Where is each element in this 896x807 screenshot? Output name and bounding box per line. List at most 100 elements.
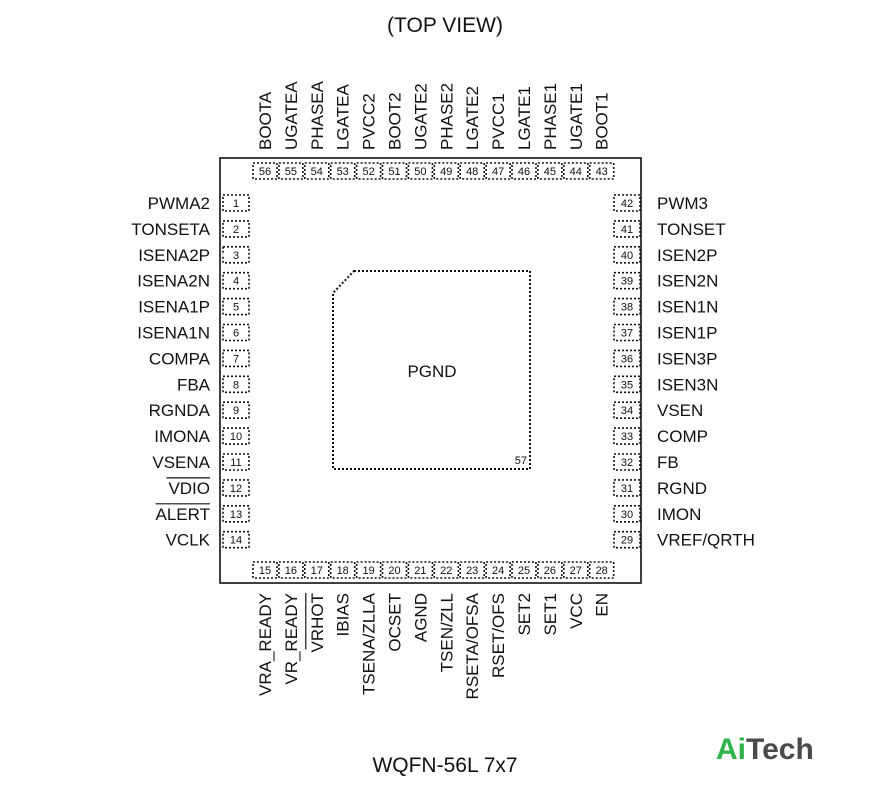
- left-pin-number: 5: [233, 302, 239, 314]
- top-pin-box: [588, 162, 615, 180]
- top-pin-label: BOOT2: [386, 92, 405, 150]
- bottom-pin-number: 17: [311, 565, 323, 577]
- svg-text:AiTech: AiTech: [716, 733, 814, 766]
- pad-number: 57: [515, 455, 527, 467]
- left-pin-box: [222, 246, 250, 264]
- right-pin-label: ISEN1N: [657, 298, 718, 317]
- left-pin-number: 6: [233, 328, 239, 340]
- bottom-pin-number: 20: [388, 565, 400, 577]
- top-pin-label: PVCC1: [489, 93, 508, 150]
- left-pin-box: [222, 349, 250, 368]
- top-pin-box: [485, 162, 511, 180]
- top-pin-number: 54: [311, 166, 323, 178]
- top-pin-number: 48: [466, 166, 478, 178]
- top-pin-box: [355, 162, 382, 180]
- right-pin-box: [613, 220, 641, 238]
- left-pin-box: [222, 427, 250, 445]
- top-pin-label: PVCC2: [360, 93, 379, 150]
- top-pin-box: [303, 162, 330, 180]
- top-pin-number: 51: [388, 166, 400, 178]
- left-pin-label: VCLK: [166, 531, 211, 550]
- top-pin-label: LGATE1: [515, 86, 534, 150]
- bottom-pin-number: 26: [544, 565, 556, 577]
- right-pin-number: 31: [621, 483, 633, 495]
- left-pin-box: [222, 271, 250, 290]
- left-pin-number: 4: [233, 276, 239, 288]
- right-pin-label: FB: [657, 453, 679, 472]
- right-pin-box: [613, 427, 641, 445]
- package-outline: [219, 157, 642, 584]
- left-pin-label: VDIO: [168, 479, 210, 498]
- logo-part2: Tech: [746, 733, 814, 766]
- top-pin-number: 43: [596, 166, 608, 178]
- bottom-pin-box: [278, 561, 304, 579]
- top-pin-number: 46: [518, 166, 530, 178]
- bottom-pin-number: 25: [518, 565, 530, 577]
- pad-label: PGND: [407, 362, 456, 381]
- right-pin-number: 38: [621, 302, 633, 314]
- top-pin-label: UGATEA: [282, 81, 301, 150]
- bottom-pin-label: AGND: [411, 593, 430, 642]
- bottom-pin-label: SET1: [541, 593, 560, 636]
- top-pin-label: PHASEA: [308, 80, 327, 150]
- right-pin-number: 32: [621, 457, 633, 469]
- left-pin-number: 14: [230, 535, 242, 547]
- exposed-pad: [332, 270, 531, 470]
- top-pin-box: [407, 162, 434, 180]
- left-pin-label: FBA: [177, 375, 211, 394]
- top-pin-box: [381, 162, 408, 180]
- right-pin-box: [613, 401, 641, 420]
- top-pin-group: 56BOOTA55UGATEA54PHASEA53LGATEA52PVCC251…: [252, 80, 615, 180]
- right-pin-label: ISEN2N: [657, 272, 718, 291]
- right-pin-number: 37: [621, 328, 633, 340]
- top-pin-number: 55: [285, 166, 297, 178]
- right-pin-box: [613, 504, 641, 523]
- bottom-pin-label: OCSET: [386, 593, 405, 652]
- bottom-pin-number: 19: [362, 565, 374, 577]
- bottom-pin-number: 23: [466, 565, 478, 577]
- bottom-pin-box: [355, 561, 382, 579]
- bottom-pin-number: 15: [259, 565, 271, 577]
- top-pin-box: [459, 162, 486, 180]
- bottom-pin-box: [329, 561, 356, 579]
- bottom-pin-box: [433, 561, 460, 579]
- bottom-pin-box: [252, 561, 278, 579]
- bottom-pin-box: [381, 561, 408, 579]
- bottom-pin-label: VR_READY: [282, 593, 301, 685]
- left-pin-number: 11: [230, 457, 241, 469]
- bottom-pin-label: TSENA/ZLLA: [360, 592, 379, 695]
- right-pin-number: 35: [621, 379, 633, 391]
- left-pin-label: ISENA2N: [137, 272, 210, 291]
- right-pin-label: ISEN3N: [657, 375, 718, 394]
- left-pin-number: 13: [230, 509, 242, 521]
- bottom-pin-number: 21: [414, 565, 426, 577]
- left-pin-number: 9: [233, 405, 239, 417]
- bottom-pin-box: [485, 561, 511, 579]
- top-pin-box: [433, 162, 460, 180]
- top-pin-label: PHASE2: [437, 83, 456, 150]
- left-pin-box: [222, 194, 250, 212]
- bottom-pin-label: EN: [593, 593, 612, 617]
- top-pin-number: 47: [492, 166, 504, 178]
- bottom-pin-number: 28: [596, 565, 608, 577]
- right-pin-box: [613, 323, 641, 342]
- bottom-pin-label: TSEN/ZLL: [437, 593, 456, 672]
- bottom-pin-box: [459, 561, 486, 579]
- bottom-pin-box: [562, 561, 589, 579]
- top-pin-number: 53: [337, 166, 349, 178]
- left-pin-label: TONSETA: [131, 220, 210, 239]
- top-pin-box: [252, 162, 278, 180]
- right-pin-box: [613, 297, 641, 316]
- bottom-pin-group: 15VRA_READY16VR_READY17VRHOT18IBIAS19TSE…: [252, 561, 615, 699]
- left-pin-label: VSENA: [152, 453, 210, 472]
- right-pin-label: VREF/QRTH: [657, 531, 755, 550]
- top-pin-label: BOOT1: [593, 92, 612, 150]
- right-pin-label: RGND: [657, 479, 707, 498]
- left-pin-group: 1PWMA22TONSETA3ISENA2P4ISENA2N5ISENA1P6I…: [131, 194, 250, 550]
- top-pin-label: BOOTA: [256, 91, 275, 150]
- left-pin-box: [222, 220, 250, 238]
- top-pin-box: [329, 162, 356, 180]
- left-pin-box: [222, 401, 250, 420]
